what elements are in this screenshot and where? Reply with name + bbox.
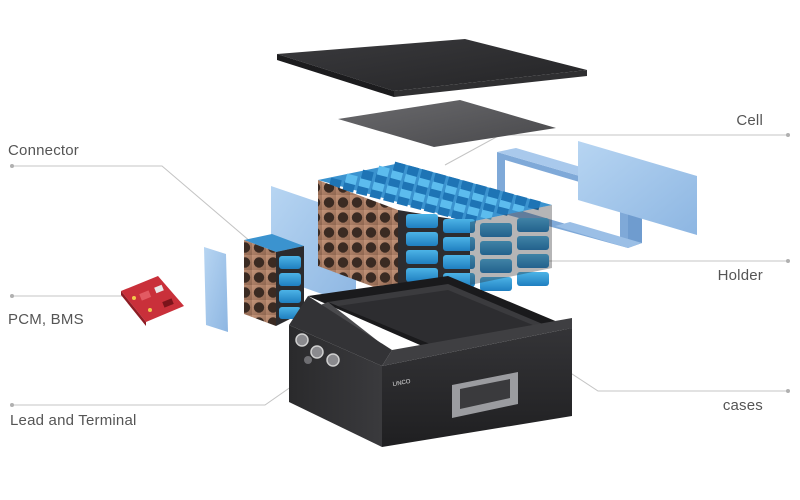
- lead-terminal-label: Lead and Terminal: [10, 412, 137, 429]
- cases-leader: [565, 369, 788, 392]
- cell-top-rows: [328, 161, 542, 225]
- connector-leader: [12, 165, 259, 249]
- case: LiNCO: [289, 276, 572, 447]
- end-plate-right: [578, 141, 697, 235]
- insulation-pad: [338, 100, 556, 147]
- holder-leader-dot: [786, 259, 790, 263]
- holder-label: Holder: [717, 267, 763, 284]
- connector-label: Connector: [8, 142, 80, 159]
- pcm-leader-dot: [10, 294, 14, 298]
- handle-icon: [452, 372, 518, 418]
- pcm-bms-label: PCM, BMS: [8, 311, 84, 328]
- terminal-icon: [295, 333, 340, 367]
- cases-label: cases: [722, 397, 763, 414]
- cases-leader-dot: [786, 389, 790, 393]
- cell-module-main: [318, 161, 552, 296]
- lid: [277, 39, 587, 97]
- lead-leader: [12, 367, 319, 406]
- connector-leader-dot: [10, 164, 14, 168]
- lead-leader-dot: [10, 403, 14, 407]
- connector-module: [244, 234, 304, 326]
- insulation-sheet-small: [204, 247, 228, 332]
- case-logo: LiNCO: [392, 379, 411, 388]
- cell-label: Cell: [736, 112, 763, 129]
- pcb-icon: [121, 276, 184, 326]
- cell-leader-dot: [786, 133, 790, 137]
